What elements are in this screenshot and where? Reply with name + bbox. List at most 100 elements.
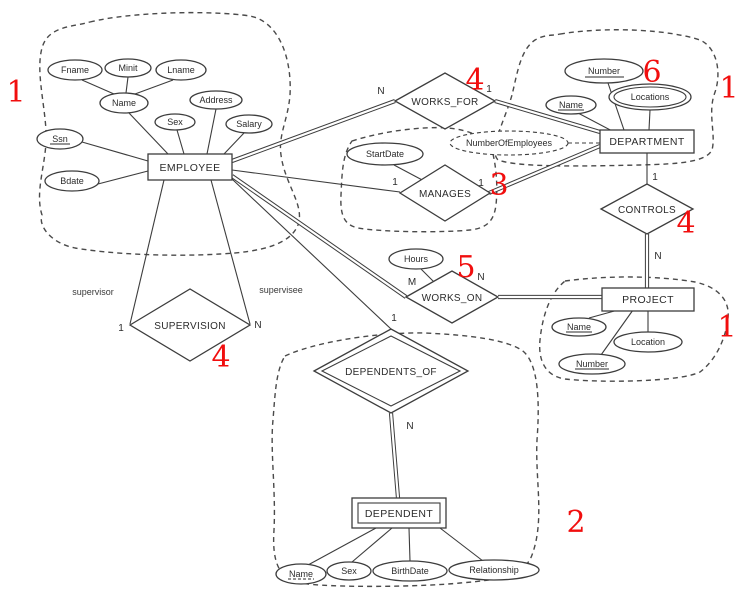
project-number-connector [600,309,634,356]
works-for-label: WORKS_FOR [411,97,478,108]
dependents-of-relationship-outer [312,328,470,414]
controls-annotation: 4 [676,206,695,241]
controls-relationship [599,183,695,235]
employee-manages-connector [231,169,401,193]
manages-relationship [398,164,492,222]
dependent-sex-connector [351,527,393,563]
labels: EMPLOYEE DEPARTMENT PROJECT DEPENDENT WO… [52,63,684,579]
employee-worksfor-double-gap [231,99,396,163]
locations-department-connector [648,109,651,131]
lname-attribute [155,59,207,81]
works-on-annotation: 5 [456,250,475,285]
dependent-sex-attribute [326,561,372,581]
name-employee-connector [128,112,169,155]
department-locations-attribute-inner [613,86,687,108]
department-key-annotation: 6 [642,55,661,90]
minit-name-connector [125,76,129,94]
numberofemployees-derived-attribute [449,130,569,156]
lname-label: Lname [167,65,195,75]
fname-name-connector [81,79,115,95]
controls-label: CONTROLS [618,205,676,216]
project-cluster-boundary [538,276,729,382]
bdate-employee-connector [97,170,149,185]
works-for-department-cardinality: 1 [486,84,492,95]
startdate-manages-connector [393,164,427,183]
name-label: Name [112,98,136,108]
works-on-project-cardinality: N [477,272,484,283]
employee-cluster-annotation: 1 [6,75,25,110]
dependent-cluster-boundary [271,332,540,588]
hours-label: Hours [404,254,429,264]
bdate-label: Bdate [60,176,84,186]
number-department-connector [607,82,625,131]
department-name-label: Name [559,100,583,110]
manages-employee-cardinality: 1 [392,177,398,188]
department-locations-label: Locations [631,92,670,102]
dependent-label: DEPENDENT [365,508,434,520]
controls-department-cardinality: 1 [652,172,658,183]
manages-department-double-gap [488,144,601,195]
dependent-relationship-attribute [448,559,540,581]
supervision-label: SUPERVISION [154,321,225,332]
name-attribute [99,92,149,114]
dependent-birthdate-connector [408,527,411,562]
project-number-label: Number [576,359,608,369]
works-on-relationship [404,270,500,324]
employee-entity [147,153,233,181]
address-attribute [189,90,243,110]
project-label: PROJECT [622,294,674,306]
works-for-annotation: 4 [465,63,484,98]
manages-label: MANAGES [419,189,471,200]
works-on-label: WORKS_ON [422,293,483,304]
dependents-of-relationship-inner [320,335,462,407]
project-entity [601,287,695,312]
salary-attribute [225,114,273,134]
sex-attribute [154,113,196,131]
supervisee-role-label: supervisee [259,285,303,295]
dependent-birthdate-label: BirthDate [391,566,429,576]
dependent-cluster-annotation: 2 [566,505,585,540]
key-underlines [50,76,624,580]
lname-name-connector [134,79,174,95]
fname-attribute [47,59,103,81]
dependent-relationship-connector [439,527,484,562]
dependent-name-connector [307,527,377,566]
employee-supervision-supervisee-connector [210,179,251,325]
dependent-entity-inner [357,502,441,524]
worksfor-department-double-gap [494,99,601,134]
supervision-supervisee-cardinality: N [254,320,261,331]
project-name-label: Name [567,322,591,332]
employee-label: EMPLOYEE [160,162,221,174]
startdate-attribute [346,142,424,166]
address-label: Address [199,95,233,105]
dependent-name-label: Name [289,569,313,579]
supervision-supervisor-cardinality: 1 [118,323,124,334]
project-name-attribute [551,317,607,337]
dependent-relationship-label: Relationship [469,565,519,575]
works-for-relationship [393,72,497,130]
controls-project-cardinality: N [654,251,661,262]
supervision-annotation: 4 [211,340,230,375]
employee-cluster-boundary [38,11,301,256]
dependent-sex-label: Sex [341,566,357,576]
minit-attribute [104,58,152,78]
dependents-of-employee-cardinality: 1 [391,313,397,324]
works-on-employee-cardinality: M [408,277,416,288]
department-cluster-annotation: 1 [719,71,738,106]
red-annotations: 1 4 6 1 3 4 5 1 4 2 [6,55,738,540]
department-cluster-boundary [494,29,719,167]
department-number-label: Number [588,66,620,76]
fname-label: Fname [61,65,89,75]
salary-label: Salary [236,119,262,129]
manages-department-cardinality: 1 [478,178,484,189]
dependent-birthdate-attribute [372,560,448,582]
project-location-attribute [613,331,683,353]
supervisor-role-label: supervisor [72,287,114,297]
dependentsof-dependent-double-gap [389,412,400,499]
works-for-employee-cardinality: N [377,86,384,97]
ssn-employee-connector [81,141,149,162]
department-entity [599,129,695,154]
project-cluster-annotation: 1 [717,310,736,345]
